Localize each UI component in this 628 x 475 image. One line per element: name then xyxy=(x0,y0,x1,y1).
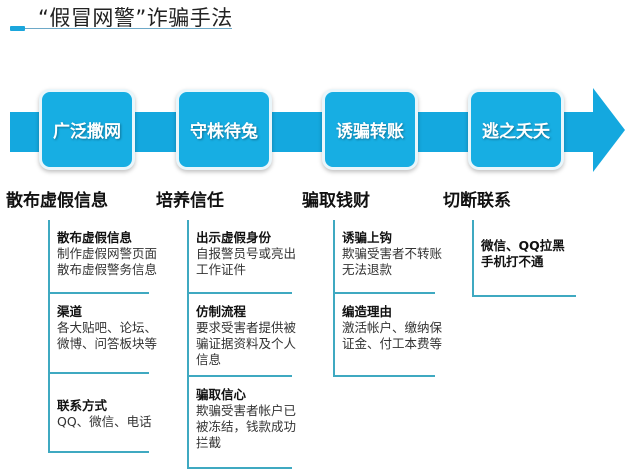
title-underline xyxy=(10,28,232,29)
cell-body: 欺骗受害者不转账 无法退款 xyxy=(342,246,443,278)
cell-line: 骗证据资料及个人 xyxy=(196,336,297,351)
info-cell: 仿制流程 要求受害者提供被 骗证据资料及个人 信息 xyxy=(189,294,297,377)
cell-body: 各大贴吧、论坛、 微博、问答板块等 xyxy=(57,320,158,352)
cell-body: 自报警员号或亮出 工作证件 xyxy=(196,246,297,278)
cell-body: 制作虚假网警页面 散布虚假警务信息 xyxy=(57,246,158,278)
cell-heading: 编造理由 xyxy=(342,304,393,319)
cell-heading: 渠道 xyxy=(57,304,83,319)
cell-heading: 仿制流程 xyxy=(196,304,247,319)
cell-heading: 微信、QQ拉黑 手机打不通 xyxy=(481,238,576,270)
cell-body: 要求受害者提供被 骗证据资料及个人 信息 xyxy=(196,320,297,368)
cell-line: 各大贴吧、论坛、 xyxy=(57,320,158,335)
cell-line: QQ、微信、电话 xyxy=(57,414,152,429)
info-cell: 出示虚假身份 自报警员号或亮出 工作证件 xyxy=(189,220,297,294)
column-3: 诱骗上钩 欺骗受害者不转账 无法退款 编造理由 激活帐户、缴纳保 证金、付工本费… xyxy=(333,220,443,377)
stage-box-4: 逃之夭夭 xyxy=(468,89,564,170)
phase-title-2: 培养信任 xyxy=(156,191,224,211)
info-cell: 微信、QQ拉黑 手机打不通 xyxy=(474,220,576,297)
info-cell: 联系方式 QQ、微信、电话 xyxy=(50,374,152,453)
cell-line: 要求受害者提供被 xyxy=(196,320,297,335)
cell-line: 激活帐户、缴纳保 xyxy=(342,320,443,335)
phase-title-4: 切断联系 xyxy=(443,191,511,211)
cell-line: 欺骗受害者帐户已 xyxy=(196,403,297,418)
cell-heading: 骗取信心 xyxy=(196,387,247,402)
cell-line: 拦截 xyxy=(196,435,222,450)
info-cell: 骗取信心 欺骗受害者帐户已 被冻结，钱款成功 拦截 xyxy=(189,377,297,469)
cell-line: 欺骗受害者不转账 xyxy=(342,246,443,261)
cell-body: 激活帐户、缴纳保 证金、付工本费等 xyxy=(342,320,443,352)
column-2: 出示虚假身份 自报警员号或亮出 工作证件 仿制流程 要求受害者提供被 骗证据资料… xyxy=(187,220,297,469)
cell-line: 散布虚假警务信息 xyxy=(57,262,158,277)
cell-line: 无法退款 xyxy=(342,262,393,277)
cell-line: 证金、付工本费等 xyxy=(342,336,443,351)
cell-line: 被冻结，钱款成功 xyxy=(196,419,297,434)
column-4: 微信、QQ拉黑 手机打不通 xyxy=(472,220,576,297)
page-title: “假冒网警”诈骗手法 xyxy=(38,6,233,30)
stage-box-2: 守株待兔 xyxy=(176,89,272,170)
stage-box-3: 诱骗转账 xyxy=(322,89,418,170)
title-accent-bar xyxy=(10,26,25,31)
cell-heading: 出示虚假身份 xyxy=(196,230,272,245)
arrow-right-icon xyxy=(593,88,625,172)
cell-line: 手机打不通 xyxy=(481,254,544,269)
cell-line: 微博、问答板块等 xyxy=(57,336,158,351)
info-cell: 诱骗上钩 欺骗受害者不转账 无法退款 xyxy=(335,220,443,294)
cell-line: 自报警员号或亮出 xyxy=(196,246,297,261)
cell-heading: 联系方式 xyxy=(57,398,108,413)
cell-line: 工作证件 xyxy=(196,262,247,277)
cell-line: 信息 xyxy=(196,352,222,367)
cell-heading: 诱骗上钩 xyxy=(342,230,393,245)
column-1: 散布虚假信息 制作虚假网警页面 散布虚假警务信息 渠道 各大贴吧、论坛、 微博、… xyxy=(48,220,158,453)
cell-heading: 散布虚假信息 xyxy=(57,230,133,245)
cell-line: 制作虚假网警页面 xyxy=(57,246,158,261)
phase-title-3: 骗取钱财 xyxy=(302,191,370,211)
cell-body: QQ、微信、电话 xyxy=(57,414,152,430)
cell-body: 欺骗受害者帐户已 被冻结，钱款成功 拦截 xyxy=(196,403,297,451)
info-cell: 散布虚假信息 制作虚假网警页面 散布虚假警务信息 xyxy=(50,220,158,294)
phase-title-1: 散布虚假信息 xyxy=(6,191,108,211)
cell-line: 微信、QQ拉黑 xyxy=(481,238,565,253)
info-cell: 渠道 各大贴吧、论坛、 微博、问答板块等 xyxy=(50,294,158,374)
info-cell: 编造理由 激活帐户、缴纳保 证金、付工本费等 xyxy=(335,294,443,377)
stage-box-1: 广泛撒网 xyxy=(39,89,135,170)
